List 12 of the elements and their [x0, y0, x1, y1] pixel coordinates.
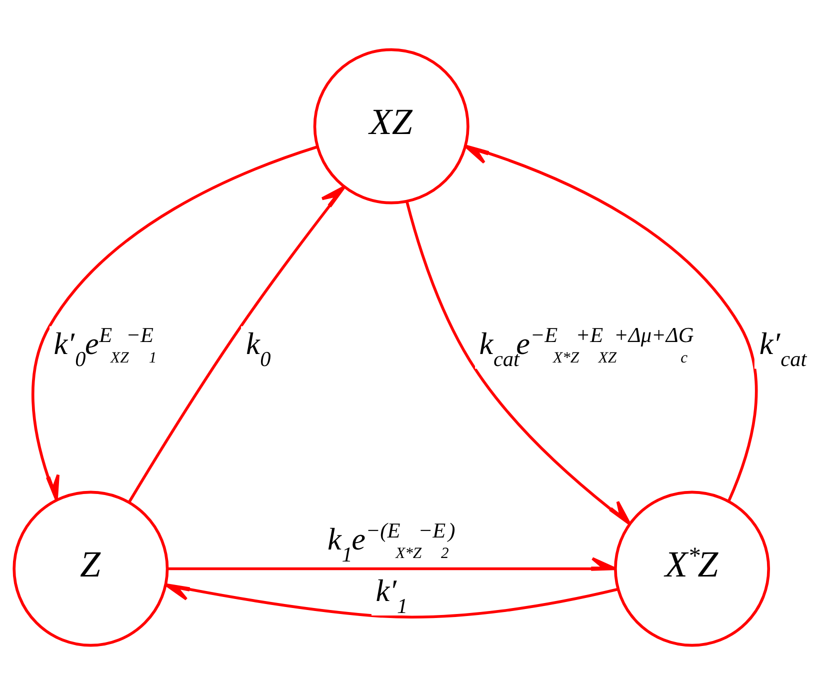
edge-label: k′$_{cat}$ — [759, 326, 807, 371]
node-circle: X$^{*}$Z — [614, 490, 770, 646]
arrow — [406, 200, 631, 525]
node-circle: XZ — [313, 48, 470, 204]
arrow — [128, 185, 346, 503]
arrow — [167, 556, 617, 570]
edge-label: k′$_{1}$ — [376, 572, 408, 618]
arrow — [164, 582, 618, 618]
arrow — [32, 145, 318, 501]
node-circle: Z — [12, 490, 169, 646]
arrow — [464, 144, 758, 502]
edge-label: k$_{0}$ — [246, 326, 271, 371]
